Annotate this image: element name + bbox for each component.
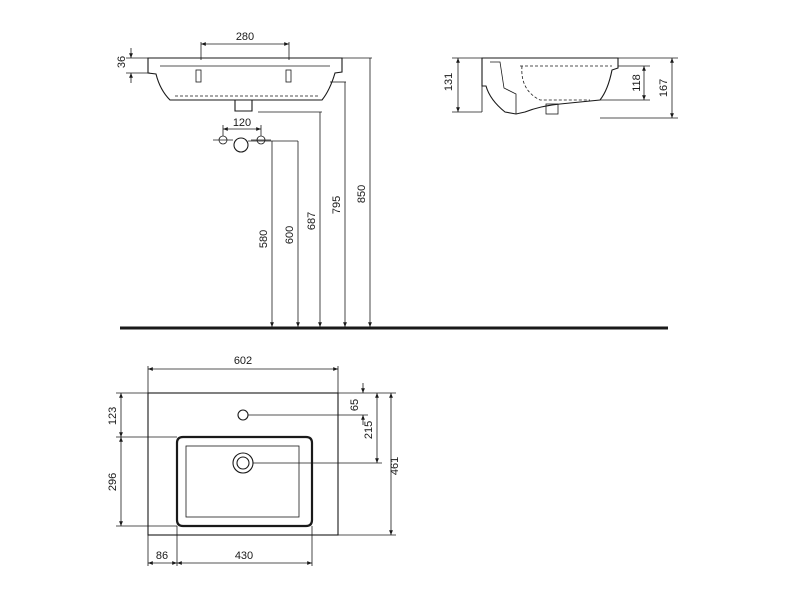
dim-280-label: 280 <box>236 31 254 43</box>
side-bowl-hidden <box>520 65 612 101</box>
dim-795-label: 795 <box>331 196 343 214</box>
dim-461-label: 461 <box>389 457 401 475</box>
dim-118-label: 118 <box>631 74 643 92</box>
plan-tap-hole <box>237 409 249 421</box>
dim-850-label: 850 <box>356 185 368 203</box>
plan-waste-inner <box>236 456 250 470</box>
dim-430-label: 430 <box>235 550 253 562</box>
dim-123-label: 123 <box>107 407 119 425</box>
side-elevation: 131 118 167 <box>443 57 678 119</box>
dim-36-label: 36 <box>116 56 128 68</box>
dim-600-label: 600 <box>284 226 296 244</box>
dim-687-label: 687 <box>306 212 318 230</box>
dim-131-label: 131 <box>443 73 455 91</box>
front-tap-hole-right <box>285 69 292 83</box>
dim-215-label: 215 <box>363 421 375 439</box>
dim-65-label: 65 <box>349 399 361 411</box>
dim-580-label: 580 <box>258 230 270 248</box>
plan-outer-outline <box>147 392 339 536</box>
front-tap-hole-left <box>195 69 202 83</box>
plan-bowl-inner <box>185 445 300 518</box>
dim-167-label: 167 <box>658 79 670 97</box>
side-basin-outline <box>481 57 619 115</box>
side-back-wall <box>481 58 517 114</box>
dim-120-label: 120 <box>233 117 251 129</box>
plan-waste-outer <box>232 452 254 474</box>
dim-296-label: 296 <box>107 473 119 491</box>
dim-602-label: 602 <box>234 355 252 367</box>
front-waste-outlet <box>234 100 253 112</box>
front-elevation: 280 36 120 580 600 687 7 <box>116 31 372 327</box>
plan-bowl-outline <box>175 435 314 528</box>
front-basin-outline <box>147 57 343 101</box>
side-waste <box>545 103 559 115</box>
plan-view: 602 123 296 65 215 461 86 430 <box>107 355 401 566</box>
waste-connection-symbol: 120 <box>213 117 271 153</box>
dim-86-label: 86 <box>156 550 168 562</box>
